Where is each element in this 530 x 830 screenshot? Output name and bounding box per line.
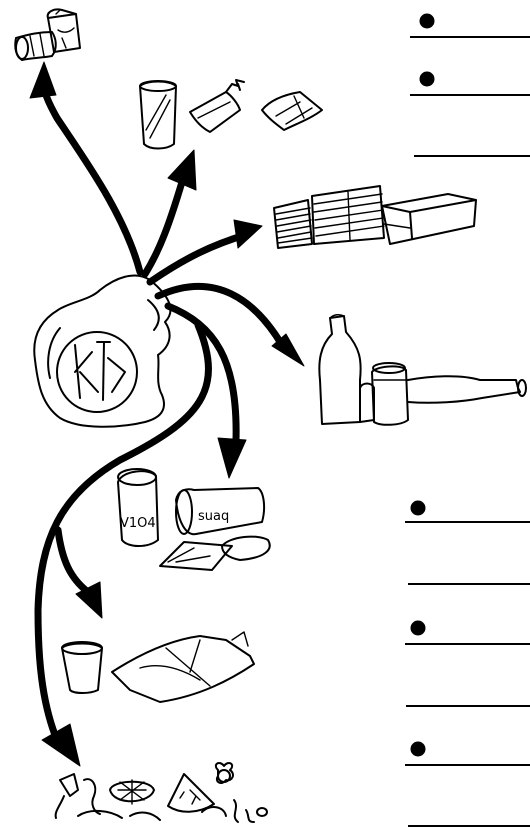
arrow-to-cans xyxy=(43,82,140,272)
arrowhead-food-waste xyxy=(42,724,80,766)
answer-bullet xyxy=(411,742,425,756)
plastics-drawing xyxy=(140,80,322,149)
arrow-to-cup xyxy=(58,530,88,592)
rubbish-bag-drawing xyxy=(34,275,170,426)
answer-bullet xyxy=(411,501,425,515)
arrowhead-cans xyxy=(30,62,56,98)
arrow-to-bottles xyxy=(158,286,282,345)
arrow-to-plastics xyxy=(145,182,182,274)
glass-bottles-drawing xyxy=(319,315,526,425)
crushed-cans-drawing xyxy=(15,9,80,60)
arrowhead-plastics xyxy=(168,150,196,190)
tin-cans-drawing: V1O4 suaq xyxy=(118,469,270,570)
arrowhead-paper xyxy=(234,220,262,248)
tin-can-label: V1O4 xyxy=(120,516,156,531)
food-waste-drawing xyxy=(56,763,267,822)
paper-stacks-drawing xyxy=(274,186,476,248)
tin-can-side-label: suaq xyxy=(198,509,229,524)
answer-bullet xyxy=(411,621,425,635)
arrows xyxy=(30,62,304,766)
arrowhead-tins xyxy=(218,438,246,478)
cup-and-wrapper-drawing xyxy=(62,632,254,702)
answer-lines xyxy=(405,14,530,826)
answer-bullet xyxy=(420,14,434,28)
answer-bullet xyxy=(420,72,434,86)
